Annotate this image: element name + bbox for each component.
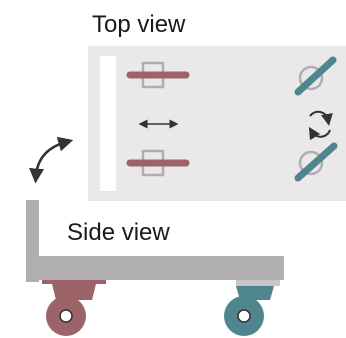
- fixed-wheel-icon: [126, 61, 190, 89]
- fixed-caster-side: [42, 280, 106, 336]
- frame-edge: [100, 56, 116, 191]
- swivel-wheel-icon: [294, 142, 338, 182]
- side-view-title: Side view: [67, 219, 170, 246]
- rotate-icon: [308, 110, 333, 141]
- top-view-panel: [88, 46, 346, 201]
- swivel-caster-side: [224, 280, 280, 336]
- swivel-wheel-icon: [294, 56, 337, 96]
- fixed-wheel-icon: [126, 149, 190, 177]
- top-view-background: [88, 46, 346, 201]
- side-view-frame: [26, 200, 284, 282]
- tilt-arrow-icon: [29, 136, 74, 184]
- top-view-title: Top view: [92, 11, 186, 38]
